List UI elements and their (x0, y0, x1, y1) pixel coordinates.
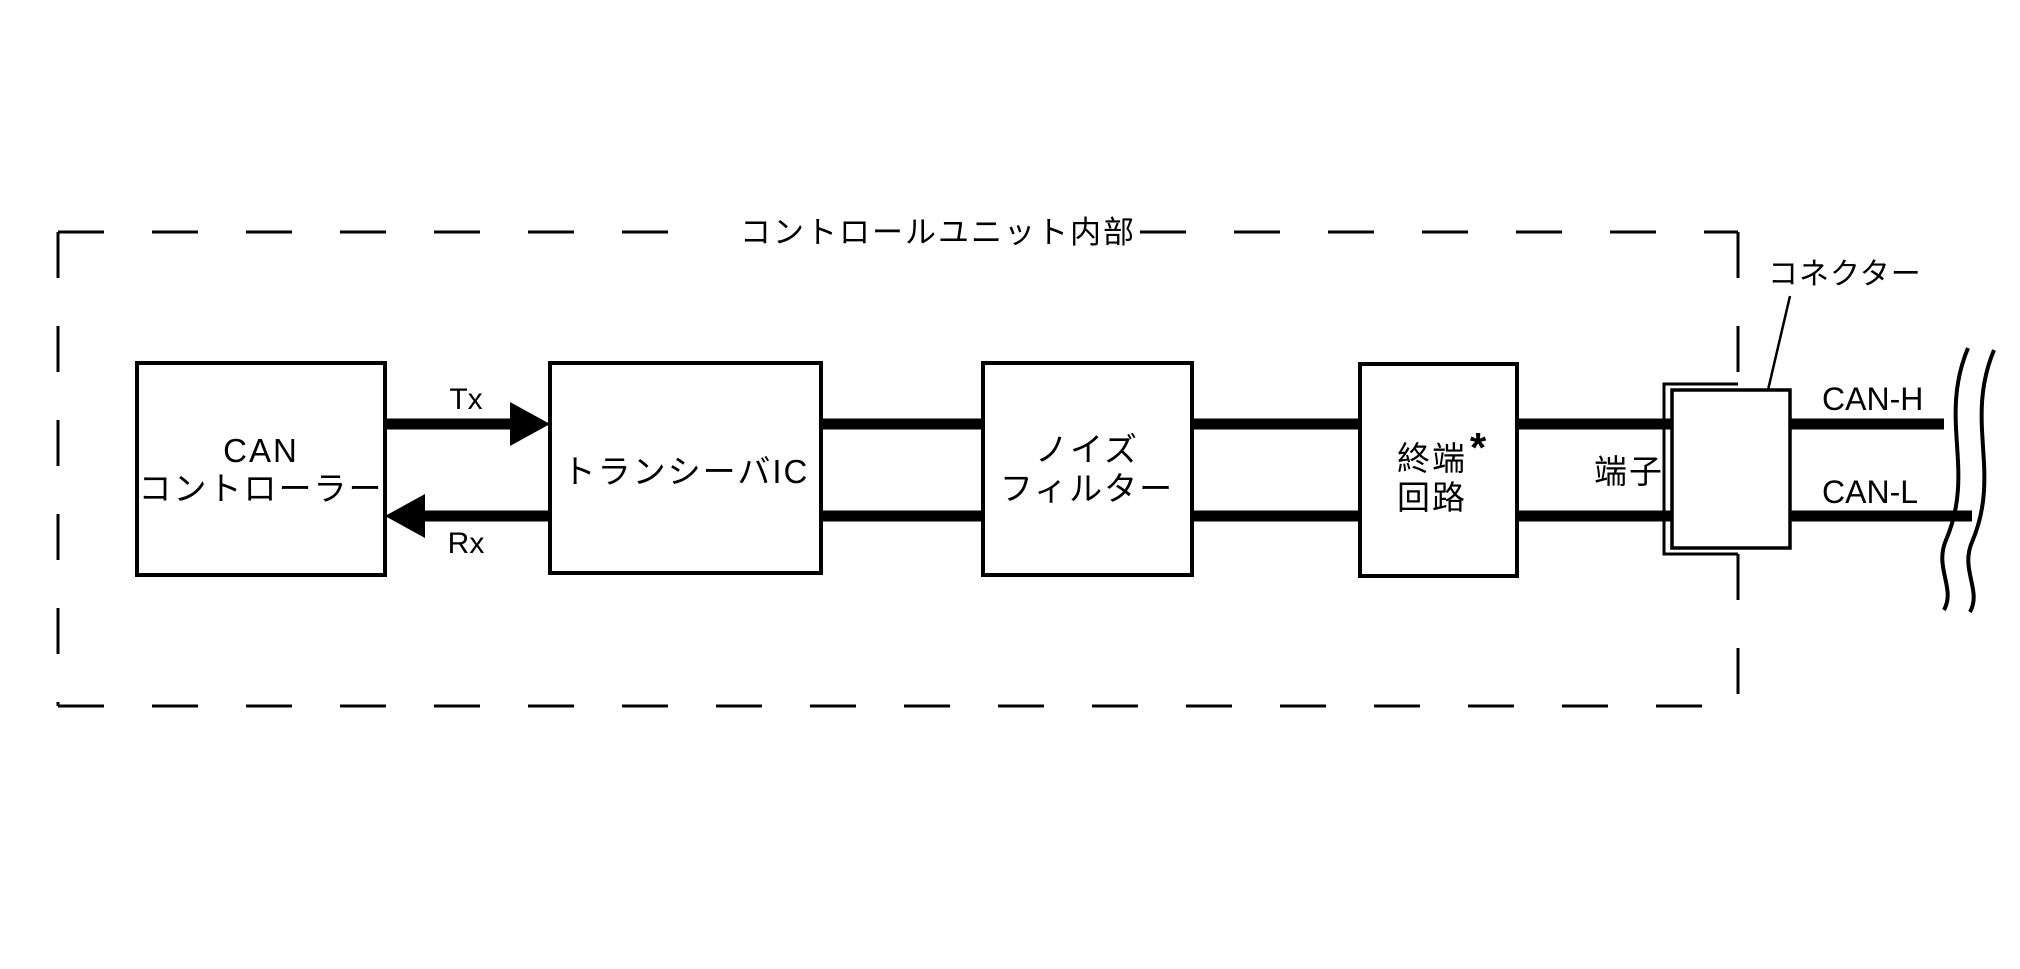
bus-lines (385, 418, 1972, 522)
noise-filter-block: ノイズ フィルター (981, 361, 1194, 577)
cable-break-wavy-line-2 (1966, 349, 1996, 613)
termination-footnote-asterisk: * (1470, 424, 1487, 471)
tx-arrowhead-icon (510, 402, 550, 446)
terminal-label: 端子 (1594, 453, 1664, 490)
rx-label: Rx (448, 527, 485, 560)
connector-group: コネクター (1662, 258, 1922, 556)
can-controller-box (135, 361, 387, 577)
can-h-label: CAN-H (1822, 381, 1923, 417)
control-unit-boundary (56, 230, 1740, 708)
connector-body (1670, 388, 1792, 550)
noise-filter-label-line2: フィルター (1000, 470, 1174, 507)
control-unit-boundary-title: コントロールユニット内部 (740, 215, 1136, 250)
can-controller-label-line1: CAN (223, 432, 299, 469)
cable-break-wavy-line-1 (1940, 347, 1970, 611)
termination-circuit-label-line1: 終端 (1397, 440, 1467, 477)
termination-circuit-box (1358, 362, 1519, 578)
cable-break-mark (1940, 347, 1996, 613)
noise-filter-label-line1: ノイズ (1035, 431, 1139, 468)
tx-label: Tx (449, 383, 482, 416)
termination-circuit-block: 終端 * 回路 (1358, 362, 1519, 578)
termination-circuit-label-line2: 回路 (1397, 479, 1467, 516)
connector-notch-bracket (1662, 382, 1738, 556)
transceiver-ic-box (548, 361, 823, 575)
transceiver-ic-label: トランシーバIC (563, 453, 810, 490)
transceiver-ic-block: トランシーバIC (548, 361, 823, 575)
can-controller-block: CAN コントローラー (135, 361, 387, 577)
noise-filter-box (981, 361, 1194, 577)
connector-leader-line (1766, 295, 1792, 391)
rx-arrowhead-icon (385, 494, 425, 538)
can-controller-label-line2: コントローラー (139, 470, 384, 507)
connector-label: コネクター (1768, 258, 1922, 291)
can-l-label: CAN-L (1822, 474, 1918, 510)
